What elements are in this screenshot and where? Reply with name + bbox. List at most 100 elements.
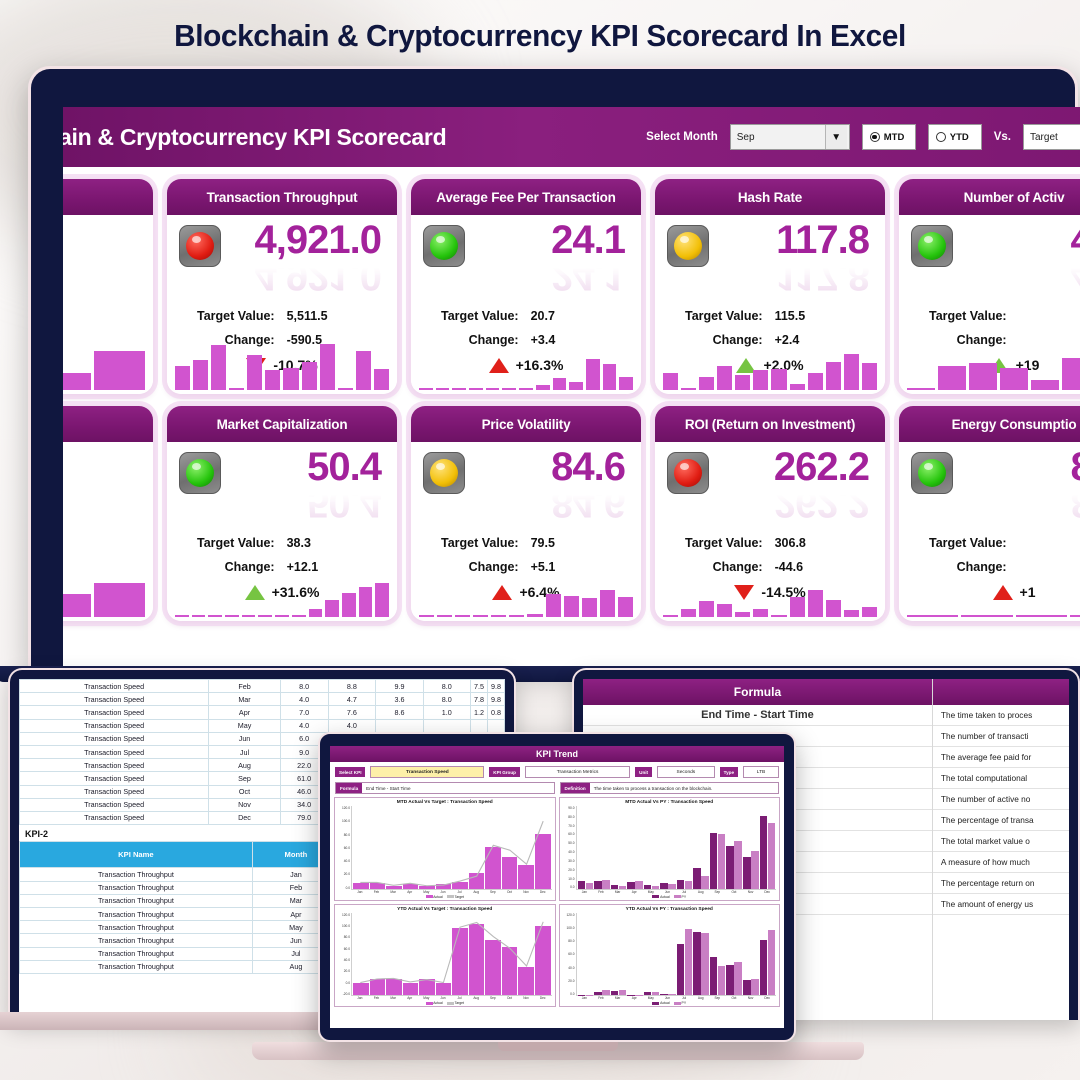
chart-legend: Actual Target <box>338 1001 552 1005</box>
cell-month: May <box>208 718 281 733</box>
bar <box>369 883 386 889</box>
vs-select-value: Target <box>1030 131 1058 143</box>
spark-bar <box>681 388 697 390</box>
kpi-target-value: 20.7 <box>530 309 555 323</box>
bar-py <box>585 994 594 995</box>
spark-bar <box>435 388 450 390</box>
definition-header <box>932 679 1069 705</box>
spark-bar <box>337 388 353 390</box>
status-light-amber <box>667 225 709 267</box>
bar-actual <box>643 992 652 995</box>
spark-bar <box>308 608 323 617</box>
chevron-down-icon[interactable]: ▼ <box>824 125 847 149</box>
cell-value: 8.0 <box>279 679 329 694</box>
bar-actual <box>610 990 619 995</box>
x-tick: Aug <box>473 889 480 894</box>
cell-month: Jun <box>208 731 281 746</box>
bar-actual <box>709 832 718 889</box>
kpi-change-value: +3.4 <box>530 333 556 347</box>
spark-bar <box>735 612 751 617</box>
spark-bar <box>663 372 679 390</box>
cell-kpi-name: Transaction Throughput <box>19 893 253 909</box>
kpi-change-row: Change:+2.4 <box>655 333 885 347</box>
mtd-radio[interactable]: MTD <box>861 124 916 150</box>
y-tick: 100.0 <box>342 923 350 928</box>
spark-bar <box>771 615 787 617</box>
bar <box>402 883 419 889</box>
bar-actual <box>709 956 718 995</box>
spark-bar <box>807 372 823 390</box>
bar <box>501 946 518 995</box>
bar-py <box>602 990 610 995</box>
vs-select[interactable]: Target <box>1023 124 1080 150</box>
spark-bar <box>617 597 633 617</box>
x-tick: Oct <box>506 889 512 894</box>
unit-label: Unit <box>635 767 653 777</box>
kpi-delta-value: +2.0% <box>763 357 804 373</box>
spark-bar <box>825 599 841 617</box>
bar-pair <box>627 806 643 889</box>
kpi-target-row: Target Value:79.5 <box>411 536 641 550</box>
spark-bar <box>843 610 859 617</box>
y-tick: 40.0 <box>343 859 350 863</box>
x-tick: Jun <box>664 889 670 894</box>
x-tick: Jan <box>581 996 587 1000</box>
target-line <box>352 806 552 889</box>
spark-bar <box>969 363 997 390</box>
kpi-change-label: Change: <box>712 560 763 574</box>
kpi-delta-value: +31.6% <box>271 584 320 600</box>
bar <box>353 983 369 995</box>
kpi-group-label: KPI Group <box>489 767 520 777</box>
cell-value: 0.8 <box>486 705 505 720</box>
plot-inner <box>351 912 552 996</box>
kpi-target-value: 5,511.5 <box>286 309 328 323</box>
spark-bar <box>265 370 281 390</box>
select-kpi-value[interactable]: Transaction Speed <box>370 766 485 778</box>
bar-py <box>684 929 693 995</box>
bar-actual <box>643 884 652 889</box>
tablet-frame: KPI Trend Select KPI Transaction Speed K… <box>318 732 796 1042</box>
cell-value: 3.6 <box>375 692 424 707</box>
spark-bar <box>191 615 206 617</box>
bar-actual <box>676 880 685 889</box>
bar-pair <box>577 913 594 995</box>
y-tick: 80.0 <box>343 935 350 940</box>
unit-value: Seconds <box>657 766 715 778</box>
bar-pair <box>594 913 610 995</box>
bar-group <box>352 913 552 995</box>
bar-py <box>585 883 594 889</box>
bar-group <box>577 913 777 995</box>
y-tick: 0.0 <box>570 992 575 996</box>
bar <box>535 834 551 889</box>
bar-pair <box>610 806 627 889</box>
kpi-target-value <box>1019 309 1080 323</box>
x-tick: Apr <box>407 996 413 1000</box>
bar-actual <box>676 944 685 995</box>
cell-kpi-name: Transaction Throughput <box>19 867 253 882</box>
bar-py <box>635 881 643 889</box>
kpi-change-row: Change:+5.1 <box>411 560 641 574</box>
y-tick: 80.0 <box>568 939 575 943</box>
spark-bar <box>581 598 597 617</box>
y-tick: 40.0 <box>568 965 575 970</box>
ytd-radio[interactable]: YTD <box>927 124 982 150</box>
spark-bar <box>452 388 467 390</box>
kpi-target-label: Target Value: <box>685 309 763 323</box>
spark-bar <box>771 369 787 390</box>
month-select[interactable]: Sep ▼ <box>729 124 850 150</box>
x-tick: Sep <box>489 889 496 894</box>
cell-value: 9.8 <box>486 679 505 694</box>
target-line <box>352 913 552 996</box>
kpi-target-value <box>1019 536 1080 550</box>
kpi-target-row: Target Value:5 <box>63 536 153 550</box>
bar <box>485 940 501 995</box>
